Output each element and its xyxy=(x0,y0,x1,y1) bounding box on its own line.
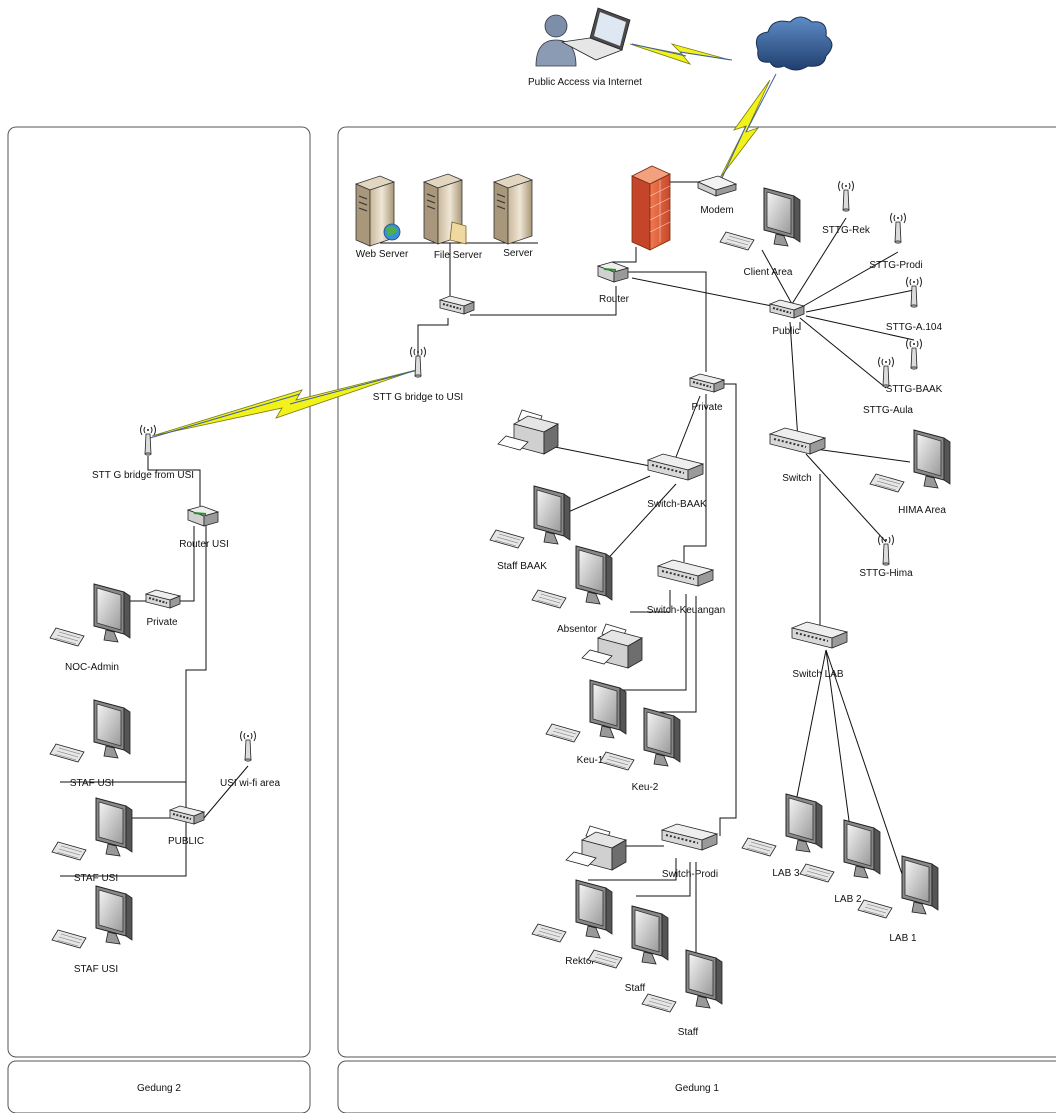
server[interactable]: Server xyxy=(493,173,533,259)
globe-icon xyxy=(383,223,401,241)
web-server[interactable]: Web Server xyxy=(355,175,409,260)
ap-label: STTG-Rek xyxy=(822,225,871,236)
web-server-label: Web Server xyxy=(356,249,409,260)
internet-cloud xyxy=(755,16,833,71)
panel-gedung1: Gedung 1 xyxy=(337,126,1056,1113)
staff-baak-label: Staff BAAK xyxy=(497,561,547,572)
bridge-to-usi-label: STT G bridge to USI xyxy=(373,392,463,403)
public-access-user[interactable]: Public Access via Internet xyxy=(528,7,642,88)
ap-label: STTG-BAAK xyxy=(886,384,943,395)
router[interactable]: Router xyxy=(597,261,630,305)
folder-icon xyxy=(449,221,467,245)
lab-2-label: LAB 2 xyxy=(834,894,862,905)
server-icon xyxy=(493,173,533,245)
ap-sttg-hima[interactable]: STTG-Hima xyxy=(859,534,913,579)
lab-1-label: LAB 1 xyxy=(889,933,917,944)
absentor[interactable]: Absentor xyxy=(531,545,613,635)
router-usi[interactable]: Router USI xyxy=(179,505,229,550)
ap-sttg-aula[interactable]: STTG-Aula xyxy=(863,356,913,416)
wireless-links xyxy=(149,43,777,439)
ap-label: STTG-Aula xyxy=(863,405,913,416)
modem-device[interactable]: Modem xyxy=(697,175,737,216)
ap-sttg-baak[interactable]: STTG-BAAK xyxy=(886,338,943,395)
usi-wifi-label: USI wi-fi area xyxy=(220,778,280,789)
public-access-label: Public Access via Internet xyxy=(528,77,642,88)
staf-usi-3[interactable]: STAF USI xyxy=(51,885,133,975)
staf-usi-2[interactable]: STAF USI xyxy=(51,797,133,884)
staff-prodi-1[interactable]: Staff xyxy=(587,905,669,994)
private-usi-label: Private xyxy=(146,617,178,628)
rektor[interactable]: Rektor xyxy=(531,879,613,967)
ap-sttg-a104[interactable]: STTG-A.104 xyxy=(886,276,943,333)
firewall-icon xyxy=(631,165,671,251)
ap-sttg-rek[interactable]: STTG-Rek xyxy=(822,180,871,236)
client-area-label: Client Area xyxy=(744,267,793,278)
staf-usi-label: STAF USI xyxy=(74,873,118,884)
public-label: Public xyxy=(772,326,799,337)
staff-baak[interactable]: Staff BAAK xyxy=(489,485,571,572)
ap-sttg-prodi[interactable]: STTG-Prodi xyxy=(869,212,923,271)
lab-2[interactable]: LAB 2 xyxy=(799,819,881,905)
user-icon xyxy=(535,14,577,67)
staf-usi-1[interactable]: STAF USI xyxy=(49,699,131,789)
file-server[interactable]: File Server xyxy=(423,173,483,261)
area-label-gedung2: Gedung 2 xyxy=(137,1083,181,1094)
rektor-label: Rektor xyxy=(565,956,595,967)
area-label-gedung1: Gedung 1 xyxy=(675,1083,719,1094)
switch-baak[interactable]: Switch-BAAK xyxy=(647,453,707,510)
ap-label: STTG-A.104 xyxy=(886,322,943,333)
lab-1[interactable]: LAB 1 xyxy=(857,855,939,944)
absentor-label: Absentor xyxy=(557,624,598,635)
cloud-icon xyxy=(755,16,833,71)
keu-1-label: Keu-1 xyxy=(577,755,604,766)
staf-usi-label: STAF USI xyxy=(74,964,118,975)
noc-admin[interactable]: NOC-Admin xyxy=(49,583,131,673)
ap-label: STTG-Hima xyxy=(859,568,913,579)
keu-1[interactable]: Keu-1 xyxy=(545,679,627,766)
lab-3[interactable]: LAB 3 xyxy=(741,793,823,879)
client-area[interactable]: Client Area xyxy=(719,187,801,278)
switch-prodi[interactable]: Switch-Prodi xyxy=(661,823,718,880)
staff-label: Staff xyxy=(678,1027,699,1038)
hima-area[interactable]: HIMA Area xyxy=(869,429,951,516)
private-hub[interactable]: Private xyxy=(689,373,725,413)
keu-2-label: Keu-2 xyxy=(632,782,659,793)
bridge-from-usi-label: STT G bridge from USI xyxy=(92,470,194,481)
public-usi-label: PUBLIC xyxy=(168,836,204,847)
public-hub[interactable]: Public xyxy=(769,299,805,337)
usi-wifi-ap[interactable]: USI wi-fi area xyxy=(220,730,280,789)
bridge-from-usi[interactable]: STT G bridge from USI xyxy=(92,424,194,481)
file-server-label: File Server xyxy=(434,250,483,261)
modem-label: Modem xyxy=(700,205,733,216)
staf-usi-label: STAF USI xyxy=(70,778,114,789)
wireless-bolt-bridge xyxy=(151,369,417,437)
ap-label: STTG-Prodi xyxy=(869,260,922,271)
bridge-to-usi[interactable]: STT G bridge to USI xyxy=(373,346,463,403)
switch-prodi-label: Switch-Prodi xyxy=(662,869,718,880)
router-label: Router xyxy=(599,294,630,305)
router-usi-label: Router USI xyxy=(179,539,228,550)
laptop-icon xyxy=(560,7,631,61)
keu-2[interactable]: Keu-2 xyxy=(599,707,681,793)
hima-area-label: HIMA Area xyxy=(898,505,946,516)
private-hub-usi[interactable]: Private xyxy=(145,589,181,628)
switch-main[interactable]: Switch xyxy=(769,427,826,484)
wired-links xyxy=(60,181,915,956)
server-label: Server xyxy=(503,248,533,259)
public-hub-usi[interactable]: PUBLIC xyxy=(168,805,205,847)
switch-lab[interactable]: Switch LAB xyxy=(791,621,848,680)
switch-keuangan-label: Switch-Keuangan xyxy=(647,605,725,616)
staff-prodi-2[interactable]: Staff xyxy=(641,949,723,1038)
noc-admin-label: NOC-Admin xyxy=(65,662,119,673)
firewall[interactable] xyxy=(631,165,671,251)
switch-label: Switch xyxy=(782,473,811,484)
private-label: Private xyxy=(691,402,723,413)
switch-keuangan[interactable]: Switch-Keuangan xyxy=(647,559,725,616)
staff-label: Staff xyxy=(625,983,646,994)
lab-3-label: LAB 3 xyxy=(772,868,800,879)
switch-baak-label: Switch-BAAK xyxy=(647,499,707,510)
switch-lab-label: Switch LAB xyxy=(792,669,843,680)
